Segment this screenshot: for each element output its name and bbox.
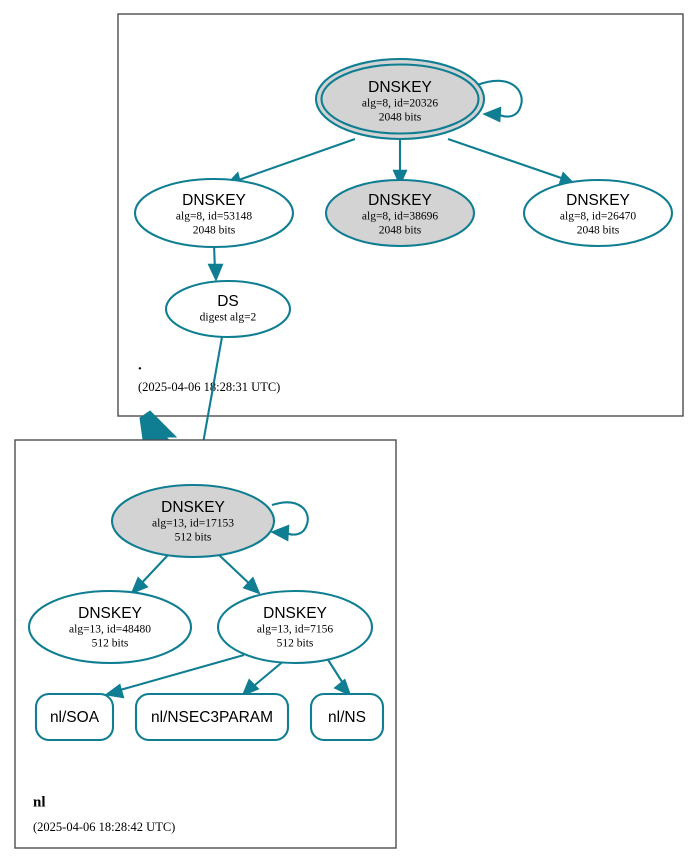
zone-label-root: . — [138, 357, 142, 373]
node-subtitle-alg: alg=8, id=53148 — [176, 211, 252, 223]
edge-self-sign-root-ksk — [476, 79, 523, 123]
node-subtitle-bits: 512 bits — [277, 638, 314, 650]
zone-timestamp-root: (2025-04-06 18:28:31 UTC) — [138, 380, 280, 394]
node-title: DNSKEY — [368, 79, 432, 96]
node-title: DNSKEY — [368, 192, 432, 209]
node-nl-ksk-17153[interactable]: DNSKEY alg=13, id=17153 512 bits — [110, 483, 276, 559]
node-subtitle-bits: 2048 bits — [193, 225, 236, 237]
node-title: DS — [217, 293, 239, 310]
node-root-zsk-38696[interactable]: DNSKEY alg=8, id=38696 2048 bits — [324, 178, 476, 248]
node-subtitle-bits: 2048 bits — [577, 225, 620, 237]
node-nl-soa[interactable]: nl/SOA — [34, 692, 115, 742]
edge-self-sign-nl-ksk — [270, 501, 309, 542]
edge-nl-zsk-7156-to-nsec3param — [241, 658, 287, 697]
node-root-ds[interactable]: DS digest alg=2 — [164, 279, 292, 339]
node-subtitle-alg: alg=13, id=7156 — [257, 624, 333, 636]
edge-nl-zsk-7156-to-soa — [104, 653, 245, 699]
node-nl-nsec3param[interactable]: nl/NSEC3PARAM — [134, 692, 290, 742]
rrset-label: nl/SOA — [50, 709, 100, 726]
node-subtitle-bits: 512 bits — [175, 532, 212, 544]
node-title: DNSKEY — [263, 605, 327, 622]
node-nl-ns[interactable]: nl/NS — [309, 692, 385, 742]
edge-nl-ksk-to-zsk-48480 — [130, 554, 169, 595]
node-nl-zsk-48480[interactable]: DNSKEY alg=13, id=48480 512 bits — [27, 589, 193, 665]
node-subtitle-bits: 512 bits — [92, 638, 129, 650]
node-title: DNSKEY — [182, 192, 246, 209]
node-root-zsk-53148[interactable]: DNSKEY alg=8, id=53148 2048 bits — [133, 177, 295, 249]
node-subtitle-alg: alg=13, id=48480 — [69, 624, 151, 636]
zone-label-nl: nl — [33, 794, 46, 810]
node-subtitle-alg: alg=8, id=26470 — [560, 211, 636, 223]
rrset-label: nl/NSEC3PARAM — [151, 709, 273, 726]
node-subtitle-alg: alg=13, id=17153 — [152, 518, 234, 530]
node-subtitle-digest: digest alg=2 — [200, 312, 257, 324]
node-subtitle-bits: 2048 bits — [379, 112, 422, 124]
node-root-ksk-20326[interactable]: DNSKEY alg=8, id=20326 2048 bits — [314, 57, 486, 141]
edge-nl-ksk-to-zsk-7156 — [218, 554, 261, 595]
node-subtitle-alg: alg=8, id=20326 — [362, 98, 438, 110]
rrset-label: nl/NS — [328, 709, 366, 726]
edge-root-ksk-to-zsk-38696 — [392, 136, 408, 187]
node-subtitle-bits: 2048 bits — [379, 225, 422, 237]
node-title: DNSKEY — [161, 499, 225, 516]
node-title: DNSKEY — [566, 192, 630, 209]
node-subtitle-alg: alg=8, id=38696 — [362, 211, 438, 223]
node-title: DNSKEY — [78, 605, 142, 622]
node-root-zsk-26470[interactable]: DNSKEY alg=8, id=26470 2048 bits — [522, 178, 674, 248]
zone-timestamp-nl: (2025-04-06 18:28:42 UTC) — [33, 820, 175, 834]
node-nl-zsk-7156[interactable]: DNSKEY alg=13, id=7156 512 bits — [216, 589, 374, 665]
edge-root-zsk-53148-to-ds — [207, 243, 224, 282]
